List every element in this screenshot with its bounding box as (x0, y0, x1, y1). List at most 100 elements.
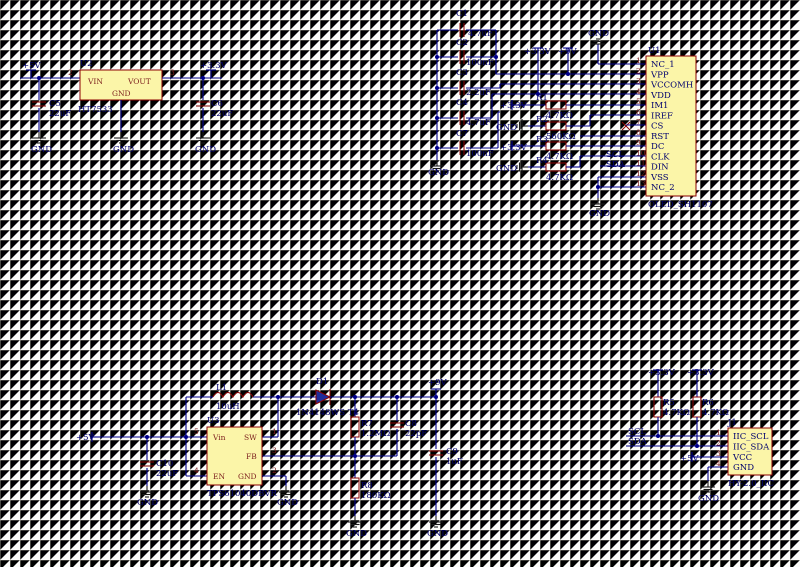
r8-ref: R8 (361, 481, 373, 491)
r2-value: 560KΩ (546, 132, 576, 142)
j1-pin-number: 2 (716, 438, 721, 447)
u1-pin-number: 10 (636, 148, 646, 157)
c8-ref: C8 (405, 419, 417, 429)
oled-3v3-label: +3.3V (524, 47, 552, 57)
r3-value: 4.7KΩ (546, 152, 573, 162)
r1-ref: R1 (536, 93, 548, 103)
c7-ref: C7 (456, 129, 468, 139)
iic-scl-net: SCL (628, 427, 646, 437)
c3-ref: C3 (456, 68, 468, 78)
u1-pin-number: 7 (636, 118, 641, 127)
l1-coil (212, 392, 254, 399)
u2-gnd-label: GND (113, 145, 134, 155)
l1-value: 10uH (216, 402, 240, 412)
u3-fb-pin: FB (246, 452, 257, 461)
u3-gnd-label: GND (277, 498, 298, 508)
r4-value: 4.7KΩ (546, 173, 573, 183)
r1-3v3-label: +3.3V (500, 101, 528, 111)
u1-pin-number: 12 (636, 169, 646, 178)
c4-ref: C4 (456, 98, 468, 108)
j1-pin-number: 4 (716, 459, 721, 468)
u3-pin4: 4 (194, 466, 199, 475)
u1-pin-number: 13 (636, 179, 646, 188)
u3-pin3: 3 (272, 446, 277, 455)
r5-ref: R5 (663, 398, 675, 408)
u1-pin-number: 9 (636, 138, 641, 147)
c1-value: 4.7uF (468, 29, 493, 39)
j1-body (727, 427, 773, 476)
u2-vout-pin: VOUT (127, 77, 151, 86)
c5-gnd-label: GND (31, 145, 52, 155)
j1-ref: J1 (727, 418, 737, 428)
u1-pin-name: IM1 (651, 101, 668, 111)
r2-ref: R2 (536, 115, 548, 125)
oled-9v-label: +9V (558, 47, 578, 57)
u3-en-pin: EN (213, 472, 225, 481)
power-5v-label: +5V (22, 61, 42, 71)
j1-5v-label: +5V (680, 454, 700, 464)
u1-pin-name: DC (651, 142, 664, 152)
c6-value: 22uF (211, 109, 233, 119)
c9-ref: C9 (446, 447, 458, 457)
boost-5v-label: +5V (76, 433, 96, 443)
u1-pin-name: IREF (651, 111, 673, 121)
r7-ref: R7 (361, 419, 373, 429)
u1-pin-number: 3 (636, 77, 641, 86)
r3-ref: R3 (536, 135, 548, 145)
iic-connector-section: +3.3V R5 4.7KΩ +3.3V R6 4.7KΩ SCL SDA +5… (626, 368, 774, 504)
r7-value: 1.2MΩ (361, 429, 390, 439)
r6-3v3-label: +3.3V (687, 368, 715, 378)
u3-vin-pin: Vin (212, 433, 226, 442)
c6-ref: C6 (211, 99, 223, 109)
iic-sda-net: SDA (628, 437, 648, 447)
u1-pin-number: 4 (636, 87, 641, 96)
c10-ref: C10 (156, 459, 173, 469)
u2-pin2: 2 (68, 68, 73, 77)
r1-value: 4.7KΩ (546, 111, 573, 121)
c9-gnd-label: GND (427, 529, 448, 539)
c8-value: 22pF (405, 429, 427, 439)
u3-pin1: 1 (272, 427, 277, 436)
u2-body (79, 69, 163, 101)
r3-3v3-label: +3.3V (500, 143, 528, 153)
c1-ref: C1 (456, 9, 468, 19)
c5-value: 22uF (49, 109, 71, 119)
power-3v3-label-u2: +3.3V (200, 61, 228, 71)
ht7533-regulator-section: +5V GND C5 22uF U2 VIN VOUT GND 2 3 HT75… (20, 59, 233, 155)
r8-value: 180KΩ (361, 491, 391, 501)
u1-pin-number: 8 (636, 128, 641, 137)
r4-gnd-label: GND (496, 164, 517, 174)
u1-pin-number: 2 (636, 66, 641, 75)
r2-gnd-label: GND (496, 123, 517, 133)
u2-ref: U2 (80, 59, 93, 69)
d1-ref: D1 (316, 377, 328, 387)
u1-pin-name: VDD (650, 91, 671, 101)
oled-vss-gnd-label: GND (589, 209, 610, 219)
u2-vin-pin: VIN (87, 77, 103, 86)
c3-value: 2.2uF (466, 88, 491, 98)
u2-value: HT7533 (78, 105, 113, 115)
u2-gnd-pin: GND (112, 89, 131, 98)
u1-body (645, 55, 697, 197)
j1-pin-name: IIC_SDA (733, 442, 770, 452)
u1-pin-number: 5 (636, 97, 641, 106)
d1-value: 1N4148WS T4 (296, 408, 359, 418)
r5-3v3-label: +3.3V (648, 368, 676, 378)
j1-pin-name: IIC_SCL (733, 432, 769, 442)
u3-gnd-pin: GND (238, 472, 257, 481)
c4-value: 4.7uF (466, 118, 491, 128)
c6-gnd-label: GND (195, 145, 216, 155)
u3-ref: U3 (207, 416, 220, 426)
u3-value: TPS61040DBVR (207, 489, 277, 499)
j1-pin-name: GND (733, 463, 754, 473)
u1-pin-name: VCCOMH (650, 81, 693, 91)
c10-gnd-label: GND (137, 498, 158, 508)
u3-sw-pin: SW (244, 433, 257, 442)
u3-pin2: 2 (272, 466, 277, 475)
boost-converter-section: +5V GND C10 22uF L1 10uH D1 1N4148WS T4 (76, 377, 463, 539)
u1-ref: U1 (648, 46, 661, 56)
oled-scl-net: SCL (606, 150, 624, 160)
j1-gnd-label: GND (698, 494, 719, 504)
